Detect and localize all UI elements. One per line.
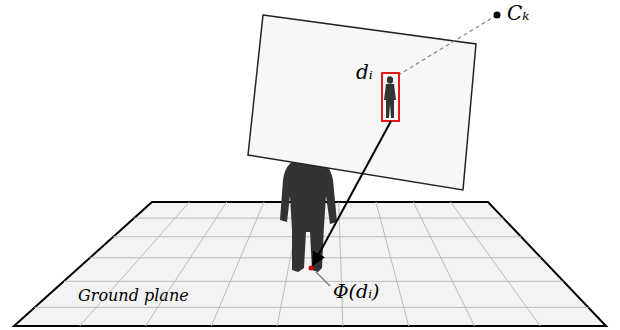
image-plane bbox=[248, 15, 476, 190]
camera-center bbox=[494, 12, 501, 19]
detection-label: dᵢ bbox=[356, 62, 373, 82]
camera-ray bbox=[400, 15, 497, 74]
camera-label: Cₖ bbox=[507, 3, 530, 23]
person-image bbox=[384, 76, 396, 118]
ground-point-label: Φ(dᵢ) bbox=[333, 282, 379, 301]
foot-point bbox=[309, 266, 314, 271]
ground-plane-label: Ground plane bbox=[78, 288, 189, 304]
leader-line bbox=[316, 272, 330, 286]
bounding-box bbox=[382, 73, 399, 121]
projection-arrow bbox=[313, 121, 391, 265]
